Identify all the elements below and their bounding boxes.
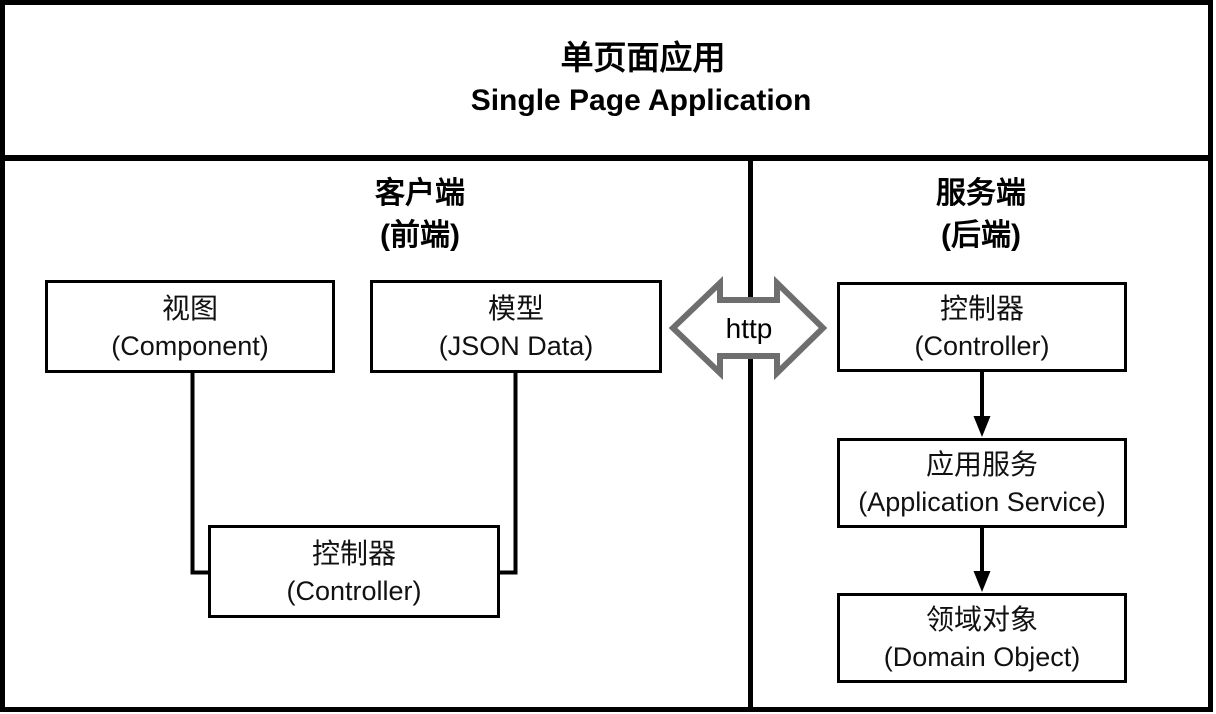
- client-server-divider-line: [748, 155, 753, 712]
- server-controller-title: 控制器: [939, 293, 1024, 324]
- server-domain-object-subtitle: (Domain Object): [883, 642, 1081, 672]
- diagram-title-en: Single Page Application: [470, 84, 812, 117]
- client-view-title: 视图: [161, 292, 218, 324]
- server-controller-box: 控制器 (Controller): [837, 282, 1127, 372]
- client-controller-subtitle: (Controller): [286, 575, 422, 606]
- server-controller-subtitle: (Controller): [914, 331, 1050, 361]
- server-application-service-title: 应用服务: [925, 449, 1038, 480]
- client-controller-box: 控制器 (Controller): [208, 525, 500, 618]
- header-divider-line: [0, 155, 1213, 161]
- server-domain-object-box: 领域对象 (Domain Object): [837, 593, 1127, 683]
- server-application-service-box: 应用服务 (Application Service): [837, 438, 1127, 528]
- client-model-title: 模型: [487, 292, 544, 324]
- server-domain-object-title: 领域对象: [925, 604, 1038, 635]
- controller-to-service-arrow: [973, 371, 991, 437]
- service-to-domain-arrow: [973, 527, 991, 592]
- view-to-controller-connector: [190, 372, 209, 575]
- client-view-subtitle: (Component): [111, 330, 269, 361]
- server-panel-heading: 服务端: [936, 177, 1026, 210]
- client-panel-subheading: (前端): [380, 219, 460, 252]
- client-view-box: 视图 (Component): [45, 280, 335, 373]
- client-panel-heading: 客户端: [375, 177, 465, 210]
- server-application-service-subtitle: (Application Service): [858, 487, 1106, 517]
- client-controller-title: 控制器: [311, 537, 396, 569]
- client-model-subtitle: (JSON Data): [438, 330, 594, 361]
- diagram-title-zh: 单页面应用: [560, 39, 726, 76]
- model-to-controller-connector: [499, 372, 518, 575]
- client-model-box: 模型 (JSON Data): [370, 280, 662, 373]
- server-panel-subheading: (后端): [941, 219, 1021, 252]
